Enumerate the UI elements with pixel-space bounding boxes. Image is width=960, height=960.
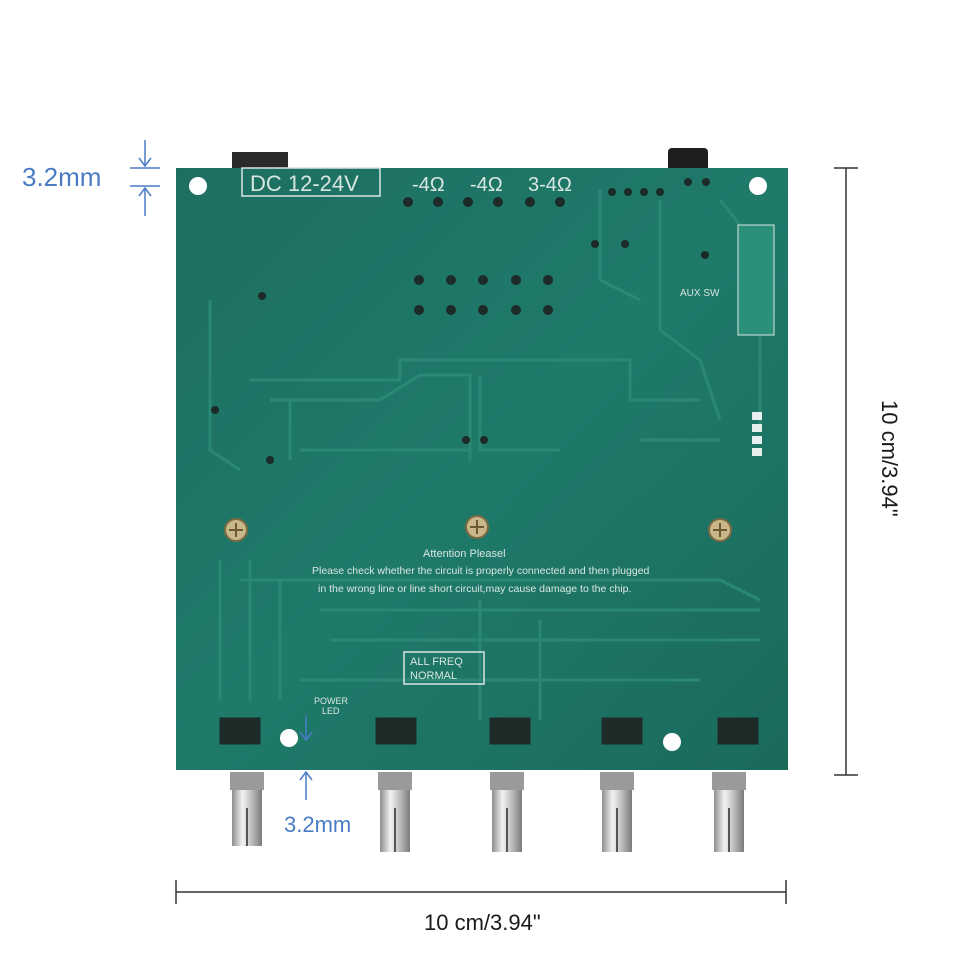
power-led-label-2: LED xyxy=(322,706,340,716)
freq-label-normal: NORMAL xyxy=(410,670,457,682)
notice-line-2: in the wrong line or line short circuit,… xyxy=(318,583,631,595)
freq-switch-box xyxy=(403,651,485,685)
screw xyxy=(708,518,732,542)
bottom-hole-offset-label: 3.2mm xyxy=(284,812,352,837)
components-top-right xyxy=(608,178,775,456)
mount-hole-br xyxy=(663,733,681,751)
power-led-label-1: POWER xyxy=(314,696,349,706)
bottom-offset-dimension xyxy=(299,715,313,800)
top-hole-offset-label: 3.2mm xyxy=(22,162,102,192)
aux-switch-label: AUX SW xyxy=(680,288,720,299)
pcb-traces xyxy=(208,190,762,720)
mount-hole-tr xyxy=(749,177,767,195)
height-dimension-line xyxy=(834,167,858,776)
top-offset-dimension xyxy=(130,140,160,216)
knob xyxy=(230,772,264,846)
mount-hole-tl xyxy=(189,177,207,195)
power-input-label: DC 12-24V xyxy=(250,171,359,196)
speaker-label-1: -4Ω xyxy=(412,174,445,196)
pin-headers xyxy=(219,717,759,745)
height-label: 10 cm/3.94" xyxy=(877,400,902,517)
speaker-label-2: -4Ω xyxy=(470,174,503,196)
width-label: 10 cm/3.94" xyxy=(424,910,541,935)
screw xyxy=(224,518,248,542)
pcb-board xyxy=(176,168,788,770)
screw xyxy=(465,515,489,539)
freq-label-all: ALL FREQ xyxy=(410,656,463,668)
speaker-label-3: 3-4Ω xyxy=(528,174,572,196)
knob xyxy=(712,772,746,852)
aux-jack xyxy=(668,148,708,174)
solder-pads-top xyxy=(211,197,709,464)
power-label-box xyxy=(241,167,381,197)
notice-title: Attention Pleasel xyxy=(423,548,506,560)
knob xyxy=(600,772,634,852)
knob xyxy=(378,772,412,852)
knob xyxy=(490,772,524,852)
width-dimension-line xyxy=(175,880,787,904)
mount-hole-bl xyxy=(280,729,298,747)
notice-line-1: Please check whether the circuit is prop… xyxy=(312,565,650,577)
